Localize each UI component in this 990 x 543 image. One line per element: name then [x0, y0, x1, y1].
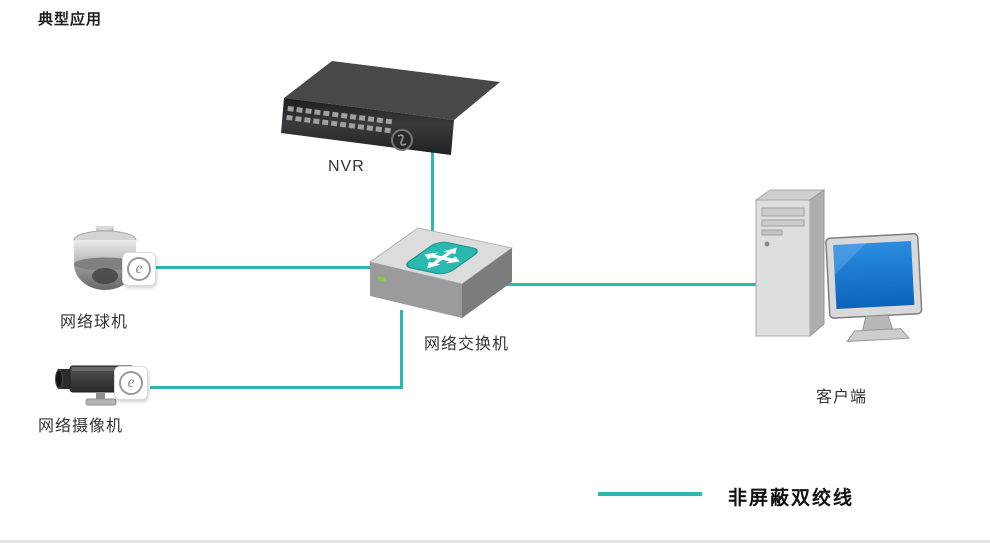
- box-camera-label: 网络摄像机: [38, 418, 124, 435]
- nvr-ports: [286, 106, 393, 134]
- cable-boxcam-horizontal: [150, 386, 403, 389]
- e-icon: e: [127, 257, 151, 281]
- cable-nvr-switch: [431, 146, 434, 244]
- dome-camera-network-badge: e: [122, 252, 156, 286]
- client-label: 客户端: [816, 389, 868, 406]
- cable-boxcam-vertical: [400, 310, 403, 389]
- e-icon: e: [119, 371, 143, 395]
- nvr-label: NVR: [328, 158, 365, 175]
- legend-cable-sample: [598, 492, 702, 496]
- switch-label: 网络交换机: [424, 336, 510, 353]
- switch-led: [378, 276, 386, 282]
- monitor-screen: [833, 240, 915, 309]
- monitor: [825, 233, 923, 342]
- diagram-title: 典型应用: [38, 11, 103, 28]
- switch-illustration: [368, 227, 514, 318]
- switch-arrows-icon: [406, 241, 478, 275]
- client-pc-illustration: [754, 189, 923, 342]
- cable-switch-client: [506, 283, 758, 286]
- dome-camera-label: 网络球机: [60, 314, 129, 331]
- box-camera-network-badge: e: [114, 366, 148, 400]
- legend-label: 非屏蔽双绞线: [728, 488, 855, 509]
- cable-dome-switch: [150, 266, 398, 269]
- nvr-illustration: [281, 61, 500, 155]
